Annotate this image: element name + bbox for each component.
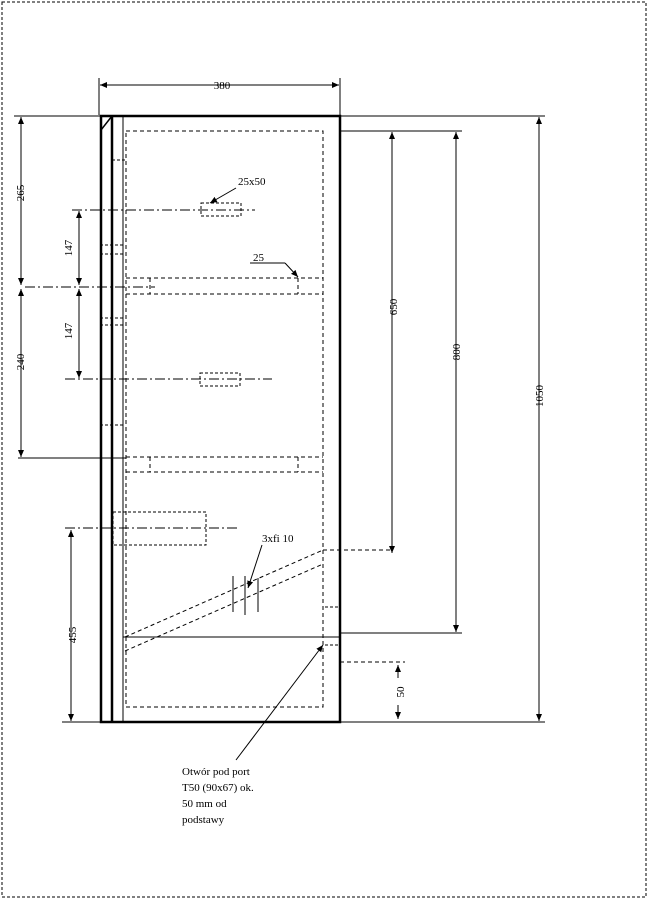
- slot-upper: [200, 202, 242, 217]
- dim-1050-line: [340, 115, 545, 723]
- dim-265-line: [14, 115, 100, 285]
- inner-dashed-outline: [125, 130, 324, 708]
- dim-800-line: [340, 130, 462, 634]
- label-3xfi10: 3xfi 10: [262, 533, 294, 545]
- dim-147a-label: 147: [63, 239, 75, 256]
- shelf-lower: [126, 456, 323, 473]
- dim-380-label: 380: [214, 80, 231, 92]
- label-25x50: 25x50: [238, 176, 266, 188]
- dim-240-line: [18, 289, 126, 459]
- port-duct: [124, 549, 390, 652]
- dim-455-label: 455: [67, 626, 79, 643]
- dim-240-label: 240: [15, 353, 27, 370]
- side-wall-marks: [100, 159, 340, 646]
- dim-265-label: 265: [15, 184, 27, 201]
- port-note: Otwór pod port T50 (90x67) ok. 50 mm od …: [182, 766, 254, 826]
- port-note-line-4: podstawy: [182, 814, 225, 826]
- dim-50-line: [340, 661, 405, 719]
- dim-650-label: 650: [388, 298, 400, 315]
- dim-650-line: [340, 130, 400, 553]
- dim-1050-label: 1050: [534, 385, 546, 408]
- slot-lower: [112, 511, 207, 546]
- dim-147b-label: 147: [63, 322, 75, 339]
- leader-25x50: [209, 187, 237, 204]
- dim-455-line: [62, 530, 101, 723]
- port-note-line-3: 50 mm od: [182, 798, 227, 810]
- leader-port-note: [235, 644, 324, 761]
- label-25: 25: [253, 252, 265, 264]
- center-lines: [25, 209, 272, 529]
- slot-middle: [199, 372, 241, 387]
- shelf-upper: [126, 277, 323, 295]
- dim-380-line: [98, 78, 341, 115]
- cabinet-outline: [99, 114, 342, 724]
- leader-25: [284, 262, 299, 278]
- port-note-line-1: Otwór pod port: [182, 766, 250, 778]
- dim-800-label: 800: [451, 343, 463, 360]
- hole-marks: [232, 576, 259, 615]
- port-note-line-2: T50 (90x67) ok.: [182, 782, 254, 794]
- leader-3xfi10: [247, 544, 263, 589]
- dim-50-label: 50: [395, 686, 407, 698]
